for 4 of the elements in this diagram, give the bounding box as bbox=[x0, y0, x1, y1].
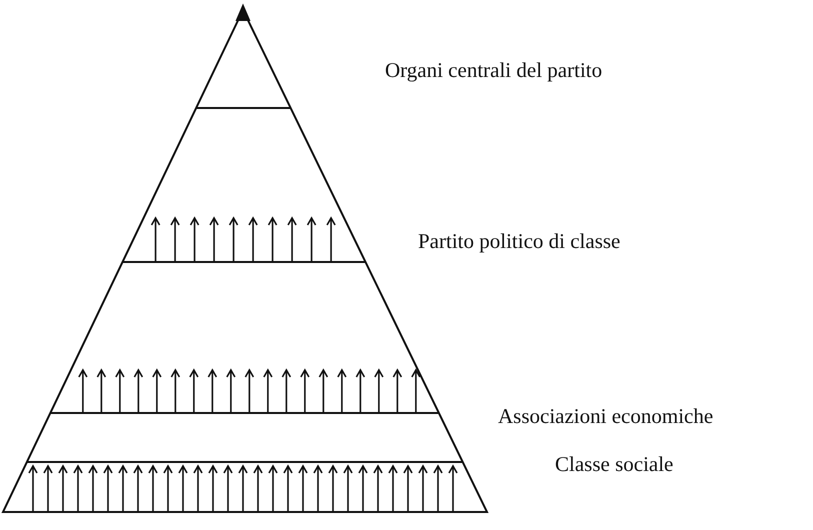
band-label: Classe sociale bbox=[555, 454, 674, 475]
band-label: Associazioni economiche bbox=[498, 406, 714, 427]
band-label: Partito politico di classe bbox=[418, 231, 620, 252]
band-label: Organi centrali del partito bbox=[385, 60, 602, 81]
